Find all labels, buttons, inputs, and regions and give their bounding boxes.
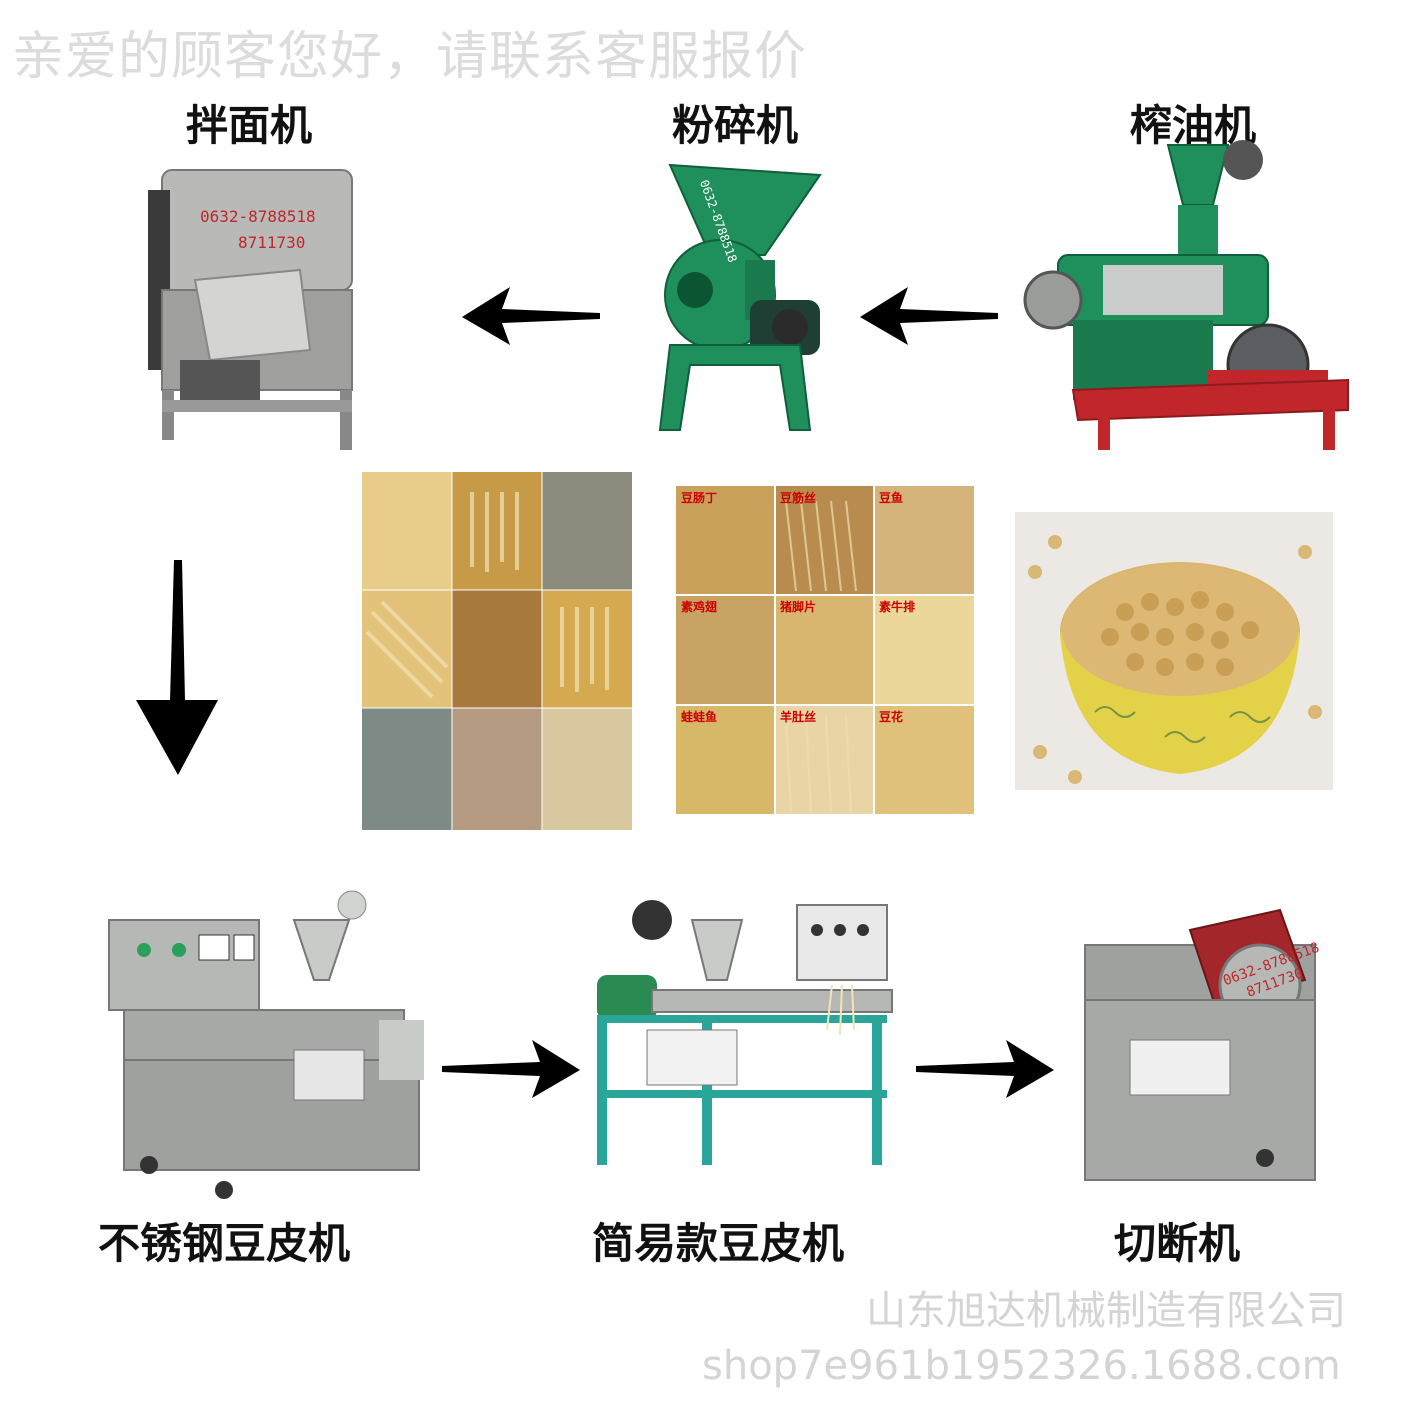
- stainless-tofu-skin-machine-image: [108, 890, 424, 1199]
- grid-label-3: 豆鱼: [879, 490, 903, 505]
- arrow-press-to-crusher: [860, 287, 998, 345]
- oil-press-image: [1023, 140, 1349, 450]
- grid-label-2: 豆筋丝: [780, 490, 816, 505]
- grid-label-1: 豆肠丁: [681, 490, 717, 505]
- crusher-machine-image: 0632-8788518: [658, 163, 822, 431]
- grid-label-4: 素鸡翅: [681, 599, 717, 614]
- company-watermark: 山东旭达机械制造有限公司: [866, 1288, 1346, 1334]
- grid-label-9: 豆花: [879, 709, 903, 724]
- mixer-phone-text: 0632-8788518: [200, 207, 316, 226]
- product-photo-grid-2: 豆肠丁 豆筋丝 豆鱼 素鸡翅 猪脚片 素牛排 蛙蛙鱼 羊肚丝 豆花: [676, 486, 974, 814]
- grid-label-7: 蛙蛙鱼: [681, 709, 717, 724]
- label-simple-machine: 简易款豆皮机: [592, 1219, 845, 1268]
- mixer-machine-image: 0632-8788518 8711730: [148, 169, 353, 450]
- arrow-down: [136, 560, 218, 775]
- soybean-photo: [1015, 512, 1333, 790]
- arrow-simple-to-cutter: [916, 1040, 1054, 1098]
- label-mixer: 拌面机: [186, 101, 313, 150]
- simple-tofu-skin-machine-image: [597, 900, 893, 1165]
- grid-label-6: 素牛排: [879, 599, 915, 614]
- top-watermark: 亲爱的顾客您好，请联系客服报价: [12, 27, 808, 87]
- arrow-stainless-to-simple: [442, 1040, 580, 1098]
- url-watermark: shop7e961b1952326.1688.com: [702, 1343, 1341, 1389]
- label-cutter: 切断机: [1114, 1219, 1241, 1268]
- mixer-phone-text-2: 8711730: [238, 233, 305, 252]
- product-photo-grid-1: [362, 472, 632, 830]
- label-crusher: 粉碎机: [672, 101, 799, 150]
- grid-label-5: 猪脚片: [779, 599, 816, 614]
- cutter-machine-image: 0632-8788518 8711730: [1084, 908, 1322, 1181]
- arrow-crusher-to-mixer: [462, 287, 600, 345]
- grid-label-8: 羊肚丝: [780, 709, 816, 724]
- label-stainless-machine: 不锈钢豆皮机: [98, 1219, 351, 1268]
